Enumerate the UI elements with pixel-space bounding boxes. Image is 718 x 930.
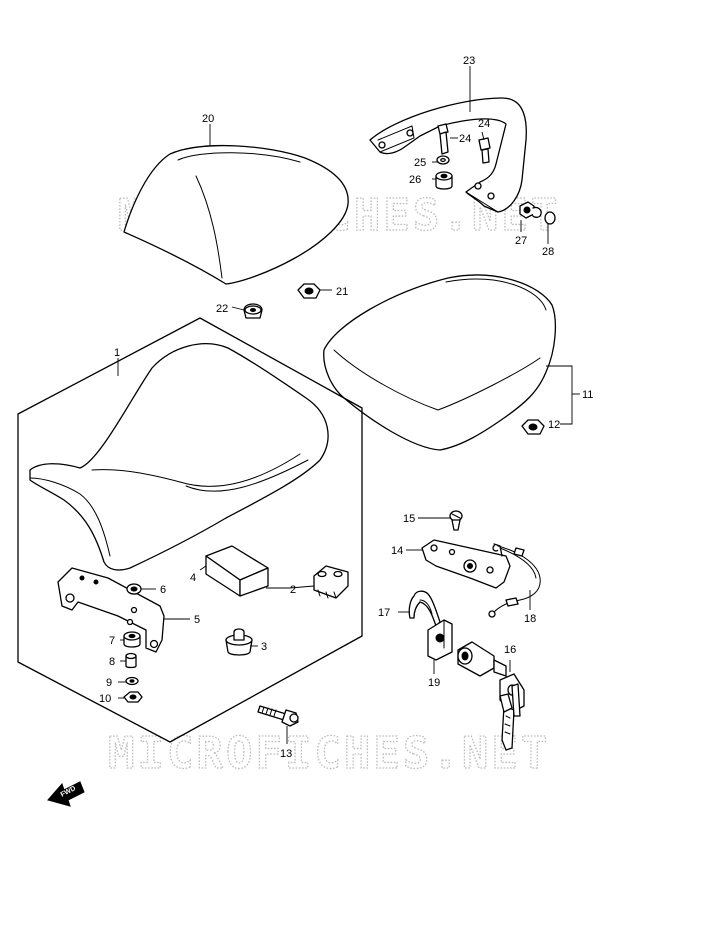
callout-11: 11 [582,389,593,401]
cushion-12 [521,419,545,435]
callout-4: 4 [190,572,196,584]
callout-10: 10 [99,693,111,705]
leader-lines [117,66,580,744]
callout-20: 20 [202,113,214,125]
front-seat-assembly-box-1 [17,317,363,743]
forward-direction-arrow: FWD [47,781,85,807]
callout-23: 23 [463,55,475,67]
callout-26: 26 [409,174,421,186]
cushion-21 [297,283,321,299]
front-seat [29,343,329,571]
callout-28: 28 [542,246,554,258]
cable-18 [488,545,541,618]
spacer-8 [125,652,137,669]
callout-27: 27 [515,235,527,247]
callout-22: 22 [216,303,228,315]
bolt-24-left [437,123,449,155]
lock-and-keys-16 [457,641,525,751]
callout-12: 12 [548,419,560,431]
cushion-3 [225,628,253,656]
callout-24-right: 24 [478,118,490,130]
callout-2: 2 [290,584,296,596]
bolt-24-right [478,137,491,164]
collar-7 [123,631,141,648]
washer-25 [436,155,450,165]
callout-19: 19 [428,677,440,689]
grommet-22 [243,303,263,319]
ring-28 [544,211,556,225]
callout-3: 3 [261,641,267,653]
callout-8: 8 [109,656,115,668]
nut-10 [123,691,143,703]
callout-9: 9 [106,677,112,689]
callout-18: 18 [524,613,536,625]
callout-21: 21 [336,286,348,298]
callout-15: 15 [403,513,415,525]
callout-7: 7 [109,635,115,647]
callout-13: 13 [280,748,292,760]
lock-plate-14 [421,539,511,589]
callout-5: 5 [194,614,200,626]
callout-16: 16 [504,644,516,656]
lock-bracket-19 [427,619,453,661]
pillion-seat-11 [323,274,556,451]
hook-17 [408,590,441,627]
callout-1: 1 [114,347,120,359]
callout-numbers: 1 2 3 4 5 6 7 8 9 10 11 12 13 14 15 16 1… [99,55,593,760]
damper-block-4 [205,545,269,597]
callout-24-left: 24 [459,133,471,145]
bracket-5 [57,567,165,653]
nut-27 [519,201,542,219]
callout-25: 25 [414,157,426,169]
pillion-seat-cover-20 [123,144,349,285]
callout-6: 6 [160,584,166,596]
bolt-13 [257,705,299,727]
callout-14: 14 [391,545,403,557]
washer-6 [126,583,142,595]
damper-2 [313,565,349,599]
screw-15 [449,510,463,531]
watermark-bottom: MICROFICHES.NET [108,728,550,779]
callout-17: 17 [378,607,390,619]
cushion-26 [435,171,453,190]
washer-9 [125,676,139,686]
